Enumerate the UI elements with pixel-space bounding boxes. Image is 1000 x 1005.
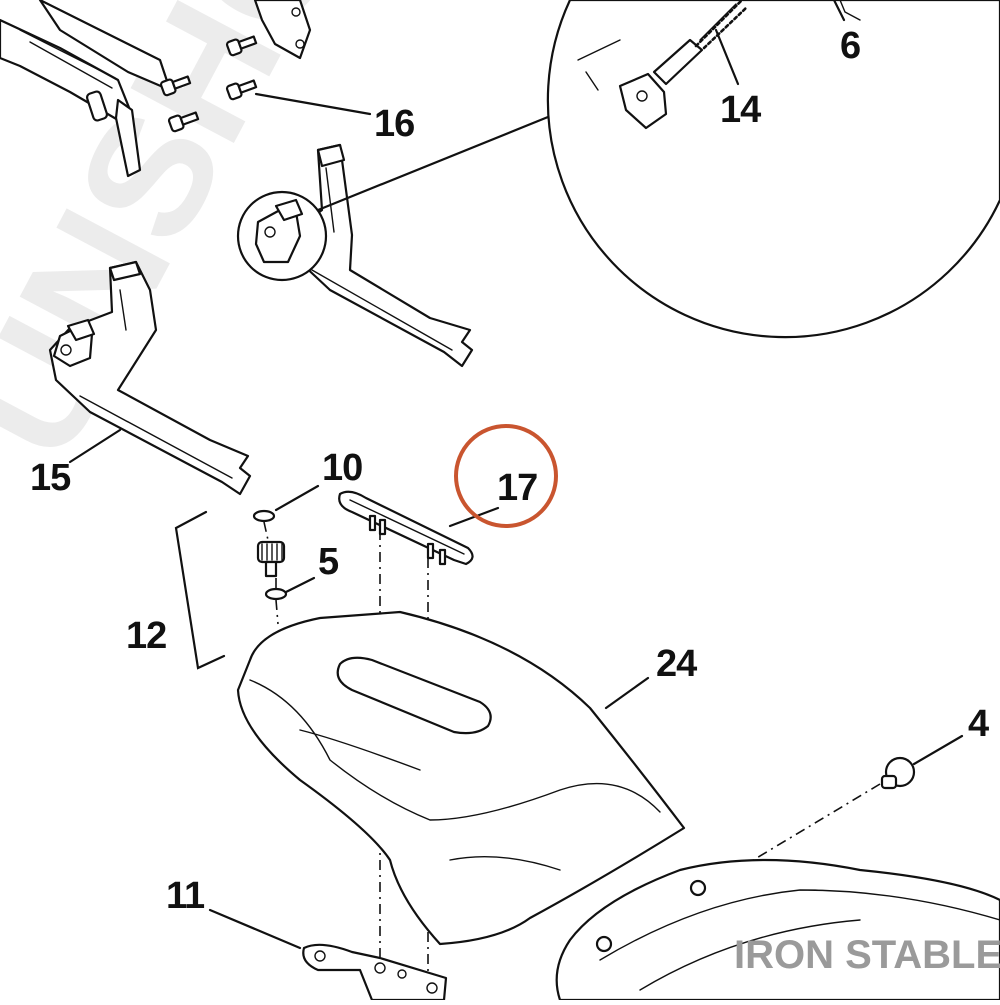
washer-top	[252, 509, 276, 523]
mounting-bracket	[302, 943, 448, 1002]
group-bracket-12	[174, 510, 226, 670]
pillion-seat	[236, 610, 686, 946]
callout-17: 17	[497, 467, 537, 509]
callout-12: 12	[126, 615, 166, 657]
magnifier-connector	[316, 98, 592, 212]
strap-bar	[338, 490, 474, 566]
callout-24: 24	[656, 643, 697, 685]
callout-5: 5	[318, 541, 339, 583]
leader-lines	[68, 0, 964, 950]
washer-bottom	[264, 587, 288, 601]
thumb-screw	[256, 540, 286, 578]
rider-seat	[555, 858, 1000, 1002]
callout-labels: 6 14 16 15 10 17 5 12 24 4 11	[30, 25, 990, 917]
rubber-plug	[880, 756, 916, 790]
brand-logo-text: IRON STABLE	[734, 933, 1000, 977]
latch-detail-circle	[236, 190, 328, 282]
callout-11: 11	[166, 875, 205, 917]
callout-10: 10	[322, 447, 362, 489]
hardware-stack	[252, 509, 288, 625]
left-sissy-bar-upright	[48, 260, 252, 496]
magnified-detail-view	[546, 0, 1000, 339]
spring	[694, 0, 748, 50]
callout-15: 15	[30, 457, 71, 499]
luggage-rack	[0, 0, 312, 178]
bolt-set	[159, 35, 258, 133]
callout-6: 6	[840, 25, 860, 67]
highlight-circle	[454, 424, 558, 528]
callout-14: 14	[720, 89, 761, 131]
callout-16: 16	[374, 103, 414, 145]
callout-4: 4	[968, 703, 989, 745]
